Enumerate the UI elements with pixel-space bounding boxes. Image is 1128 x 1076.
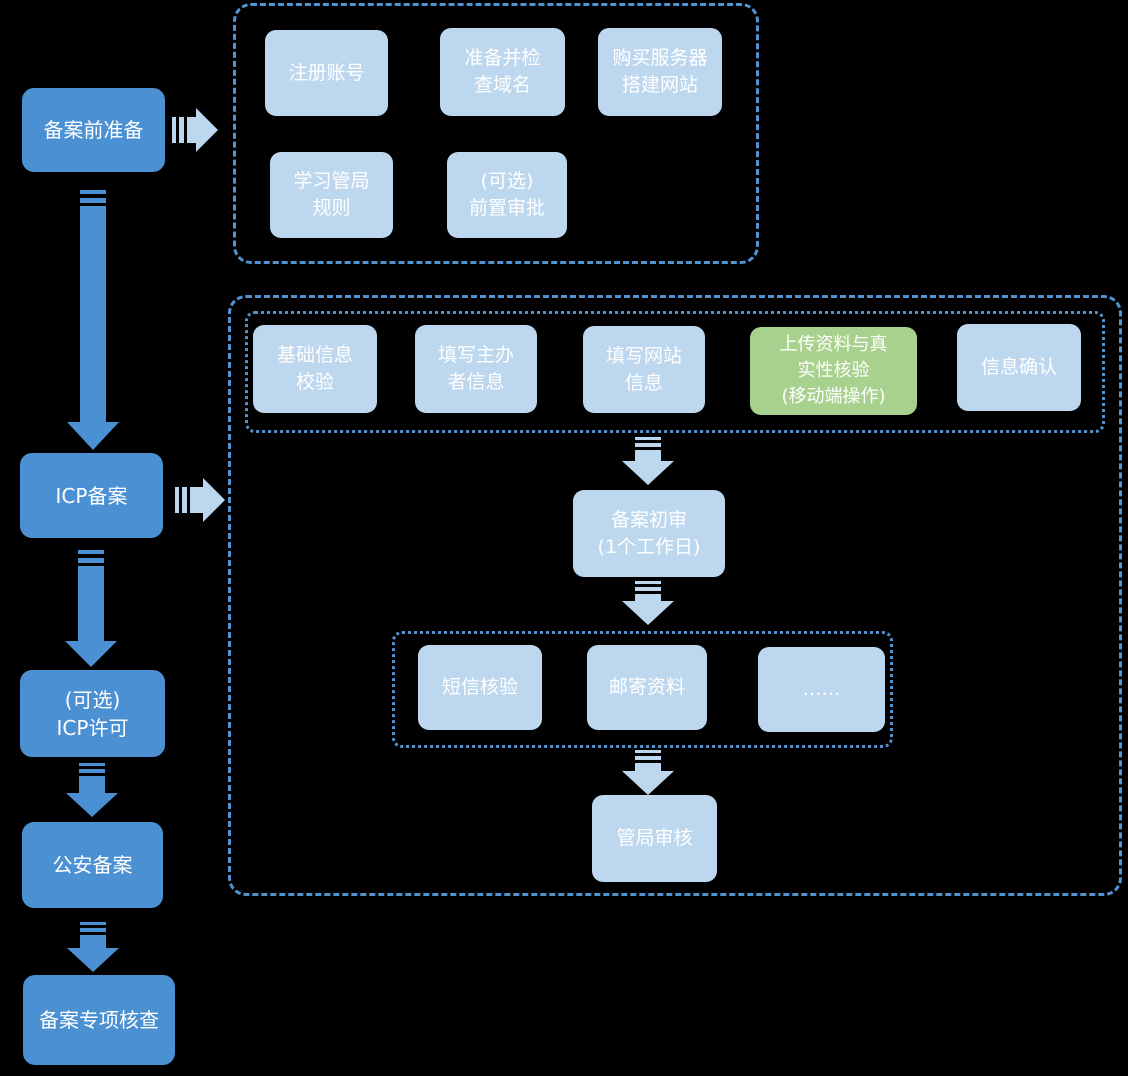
pre-filing-group-border	[233, 3, 759, 264]
prep-item-register-account: 注册账号	[265, 30, 388, 116]
arrow-down-icon	[67, 190, 119, 450]
prep-item-buy-server: 购买服务器 搭建网站	[598, 28, 722, 116]
flow-step-special-verification: 备案专项核查	[23, 975, 175, 1065]
arrow-right-icon	[175, 478, 225, 522]
prep-item-domain-check: 准备并检 查域名	[440, 28, 565, 116]
verify-step-more: ……	[758, 647, 885, 732]
form-steps-group-border	[245, 311, 1105, 433]
flow-step-pre-preparation: 备案前准备	[22, 88, 165, 172]
node-bureau-review: 管局审核	[592, 795, 717, 882]
form-step-upload-verification: 上传资料与真 实性核验 (移动端操作)	[750, 327, 917, 415]
flow-step-public-security-filing: 公安备案	[22, 822, 163, 908]
verify-step-sms: 短信核验	[418, 645, 542, 730]
flow-step-icp-filing: ICP备案	[20, 453, 163, 538]
form-step-info-confirm: 信息确认	[957, 324, 1081, 411]
form-step-website-info: 填写网站 信息	[583, 326, 705, 413]
flow-step-icp-license-optional: (可选) ICP许可	[20, 670, 165, 757]
verify-step-mail-documents: 邮寄资料	[587, 645, 707, 730]
arrow-down-icon	[65, 550, 117, 667]
arrow-down-icon	[622, 581, 674, 625]
prep-item-bureau-rules: 学习管局 规则	[270, 152, 393, 238]
prep-item-pre-approval: (可选) 前置审批	[447, 152, 567, 238]
node-initial-review: 备案初审 (1个工作日)	[573, 490, 725, 577]
post-verify-group-border	[392, 631, 893, 748]
arrow-down-icon	[622, 750, 674, 795]
icp-filing-group-border	[228, 295, 1122, 896]
arrow-down-icon	[66, 763, 118, 817]
arrow-down-icon	[67, 922, 119, 972]
arrow-right-icon	[172, 108, 218, 152]
arrow-down-icon	[622, 437, 674, 485]
form-step-basic-info-check: 基础信息 校验	[253, 325, 377, 413]
form-step-organizer-info: 填写主办 者信息	[415, 325, 537, 413]
